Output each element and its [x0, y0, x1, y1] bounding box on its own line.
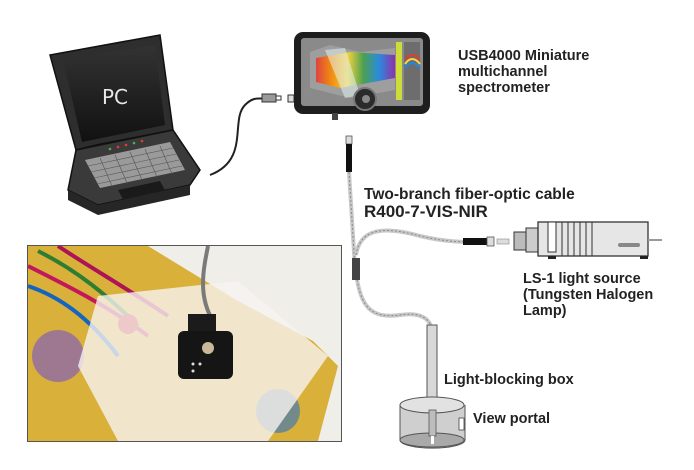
laptop-pc: [49, 34, 201, 215]
fiber-optic-cable: [345, 135, 510, 331]
fiber-cable-label: Two-branch fiber-optic cable R400-7-VIS-…: [364, 186, 575, 222]
fiber-cable-label-line: R400-7-VIS-NIR: [364, 202, 488, 222]
spectrometer-label-line: spectrometer: [458, 79, 550, 96]
light-source-label-line: Lamp): [523, 302, 567, 319]
view-portal-label: View portal: [473, 411, 551, 427]
usb-cable: [209, 97, 269, 176]
light-source-label: LS-1 light source (Tungsten Halogen Lamp…: [523, 271, 654, 320]
spectrometer-label-line: USB4000 Miniature: [458, 48, 590, 64]
light-blocking-box-label: Light-blocking box: [444, 372, 574, 388]
spectrometer-label: USB4000 Miniature multichannel spectrome…: [458, 48, 590, 97]
spectrometer: [294, 32, 430, 120]
pc-screen-label: PC: [102, 85, 128, 109]
light-source-label-line: LS-1 light source: [523, 271, 641, 287]
ls1-light-source: [513, 221, 662, 259]
fiber-cable-label-line: Two-branch fiber-optic cable: [364, 186, 575, 203]
usb-plug: [261, 93, 277, 103]
view-portal: [458, 417, 465, 431]
light-blocking-box: [399, 324, 466, 449]
light-source-label-line: (Tungsten Halogen: [523, 286, 654, 303]
spectrometer-label-line: multichannel: [458, 63, 548, 80]
probe-photo: [27, 245, 342, 442]
